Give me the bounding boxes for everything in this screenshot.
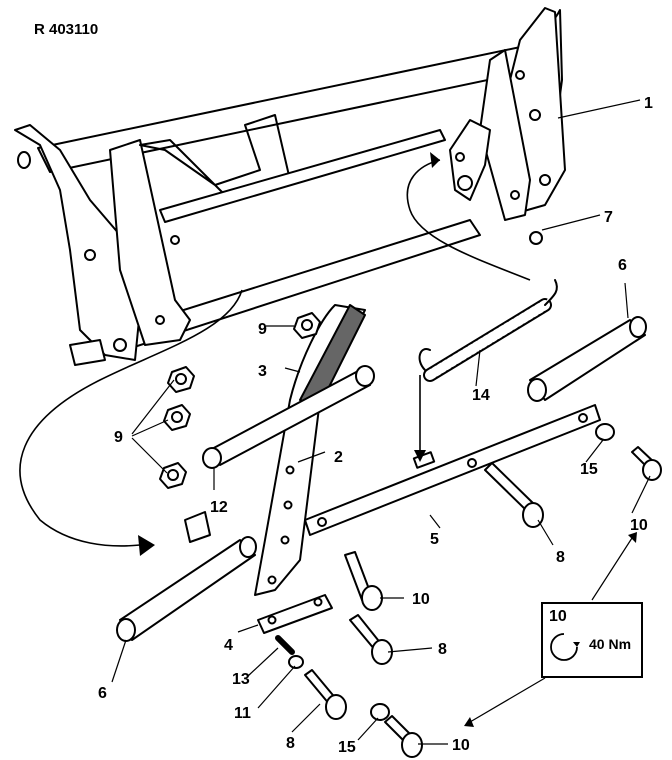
torque-spec-box: 10 40 Nm — [541, 602, 643, 678]
frame-assembly — [14, 7, 566, 366]
figure-reference: R 403110 — [34, 21, 99, 38]
crossbar-part — [202, 365, 375, 469]
pin-left-part — [116, 536, 257, 642]
callout-5: 5 — [430, 531, 439, 548]
callout-15-b: 15 — [580, 461, 598, 478]
bolt-parts — [304, 231, 662, 758]
spacer-washer-parts — [275, 423, 615, 721]
plate-part — [257, 594, 333, 634]
nut-parts — [159, 312, 321, 489]
callout-9-a: 9 — [258, 321, 267, 338]
callout-14: 14 — [472, 387, 490, 404]
torque-item-number: 10 — [549, 608, 567, 625]
clip-part — [184, 511, 211, 543]
callout-10-b: 10 — [412, 591, 430, 608]
callout-4: 4 — [224, 637, 233, 654]
callout-2: 2 — [334, 449, 343, 466]
callout-13: 13 — [232, 671, 250, 688]
callout-15-a: 15 — [338, 739, 356, 756]
callout-10-a: 10 — [630, 517, 648, 534]
callout-3: 3 — [258, 363, 267, 380]
callout-8-c: 8 — [286, 735, 295, 752]
callout-1: 1 — [644, 95, 653, 112]
leader-lines — [111, 99, 651, 745]
spring-part — [418, 279, 558, 382]
lever-part — [254, 304, 366, 596]
callout-12: 12 — [210, 499, 228, 516]
callout-10-c: 10 — [452, 737, 470, 754]
rotation-arrow-icon — [550, 633, 580, 661]
callout-8-b: 8 — [438, 641, 447, 658]
callout-8-a: 8 — [556, 549, 565, 566]
assembly-arrows — [19, 159, 531, 547]
link-bar-part — [304, 404, 601, 536]
callout-11: 11 — [234, 705, 251, 722]
callout-6-right: 6 — [618, 257, 627, 274]
callout-7: 7 — [604, 209, 613, 226]
callout-6-left: 6 — [98, 685, 107, 702]
torque-value: 40 Nm — [589, 636, 632, 652]
callout-9-b: 9 — [114, 429, 123, 446]
pin-right-part — [527, 316, 647, 402]
